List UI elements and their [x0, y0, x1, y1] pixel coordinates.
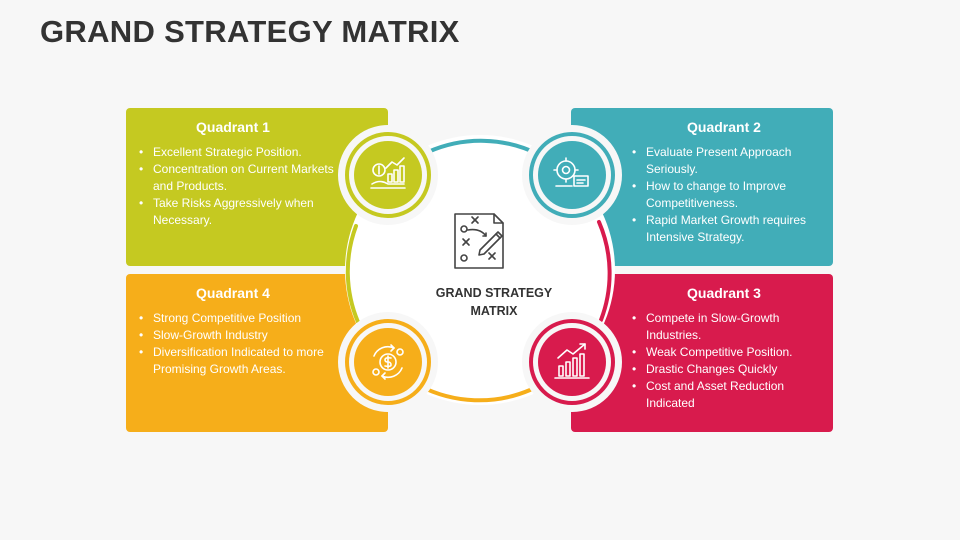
list-item: Rapid Market Growth requires Intensive S…: [632, 212, 828, 246]
ring-segment-top: [426, 138, 542, 157]
quadrant-1-title: Quadrant 1: [196, 119, 270, 135]
list-item: Cost and Asset Reduction Indicated: [632, 378, 828, 412]
finance-chart-icon: [370, 157, 406, 189]
list-item: Take Risks Aggressively when Necessary.: [139, 195, 339, 229]
ring-segment-bottom: [418, 384, 532, 403]
list-item: Concentration on Current Markets and Pro…: [139, 161, 339, 195]
ring-segment-right: [597, 220, 612, 322]
ring-segment-left: [345, 224, 360, 324]
money-cycle-icon: [372, 344, 404, 380]
list-item: Weak Competitive Position.: [632, 344, 828, 361]
list-item: Evaluate Present Approach Seriously.: [632, 144, 828, 178]
quadrant-3-title: Quadrant 3: [687, 285, 761, 301]
list-item: Excellent Strategic Position.: [139, 144, 339, 161]
quadrant-2-badge: [522, 125, 622, 225]
quadrant-1-list: Excellent Strategic Position. Concentrat…: [139, 144, 339, 229]
list-item: Diversification Indicated to more Promis…: [139, 344, 339, 378]
quadrant-1-badge: [338, 125, 438, 225]
list-item: How to change to Improve Competitiveness…: [632, 178, 828, 212]
quadrant-3-list: Compete in Slow-Growth Industries. Weak …: [632, 310, 828, 412]
evaluation-gear-icon: [553, 157, 589, 187]
quadrant-4-badge: [338, 312, 438, 412]
quadrant-4-list: Strong Competitive Position Slow-Growth …: [139, 310, 339, 378]
growth-chart-icon: [554, 343, 590, 379]
list-item: Compete in Slow-Growth Industries.: [632, 310, 828, 344]
center-label-line-2: MATRIX: [470, 304, 518, 318]
strategy-plan-icon: [454, 213, 504, 269]
quadrant-4-title: Quadrant 4: [196, 285, 270, 301]
quadrant-2-title: Quadrant 2: [687, 119, 761, 135]
page-title: GRAND STRATEGY MATRIX: [40, 14, 460, 49]
quadrant-2-list: Evaluate Present Approach Seriously. How…: [632, 144, 828, 246]
center-label-line-1: GRAND STRATEGY: [435, 286, 553, 300]
quadrant-3-badge: [522, 312, 622, 412]
list-item: Strong Competitive Position: [139, 310, 339, 327]
center-label: GRAND STRATEGY MATRIX: [394, 284, 594, 320]
list-item: Drastic Changes Quickly: [632, 361, 828, 378]
ring-segments: [345, 138, 612, 403]
list-item: Slow-Growth Industry: [139, 327, 339, 344]
